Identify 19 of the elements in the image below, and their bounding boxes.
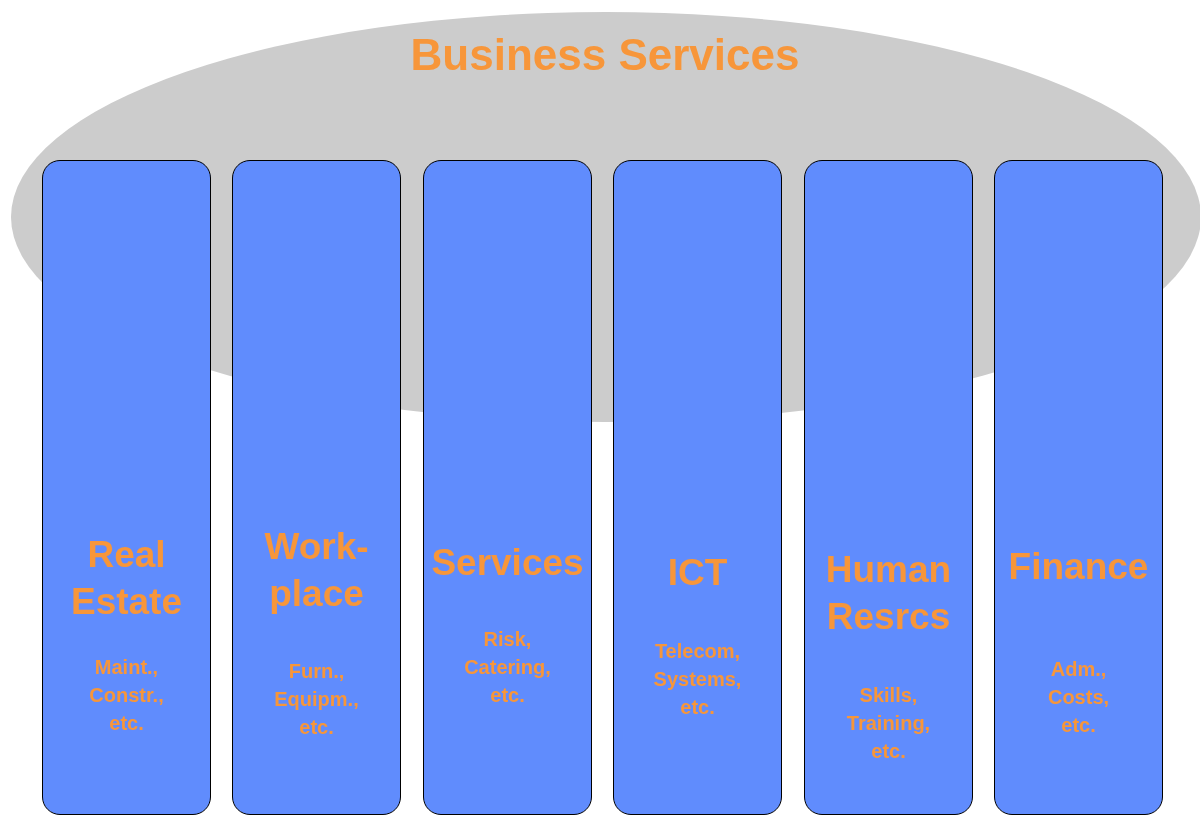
pillar — [423, 160, 592, 815]
pillar-description: Maint., Constr., etc. — [88, 655, 165, 736]
pillar-heading: Services — [430, 541, 585, 585]
pillar-heading: Work- place — [263, 525, 370, 616]
pillar-heading: ICT — [666, 551, 729, 595]
title: Business Services — [409, 30, 801, 80]
pillar-description: Telecom, Systems, etc. — [652, 639, 743, 720]
pillar-description: Furn., Equipm., etc. — [273, 659, 360, 740]
pillar — [42, 160, 211, 815]
pillar — [613, 160, 782, 815]
pillar — [232, 160, 401, 815]
pillar-heading: Finance — [1007, 545, 1150, 589]
pillar — [994, 160, 1163, 815]
pillar-description: Skills, Training, etc. — [845, 683, 932, 764]
pillar-heading: Human Resrcs — [824, 548, 953, 639]
pillar-description: Adm., Costs, etc. — [1046, 657, 1111, 738]
pillar-description: Risk, Catering, etc. — [463, 627, 552, 708]
pillar-heading: Real Estate — [69, 533, 184, 624]
pillar — [804, 160, 973, 815]
